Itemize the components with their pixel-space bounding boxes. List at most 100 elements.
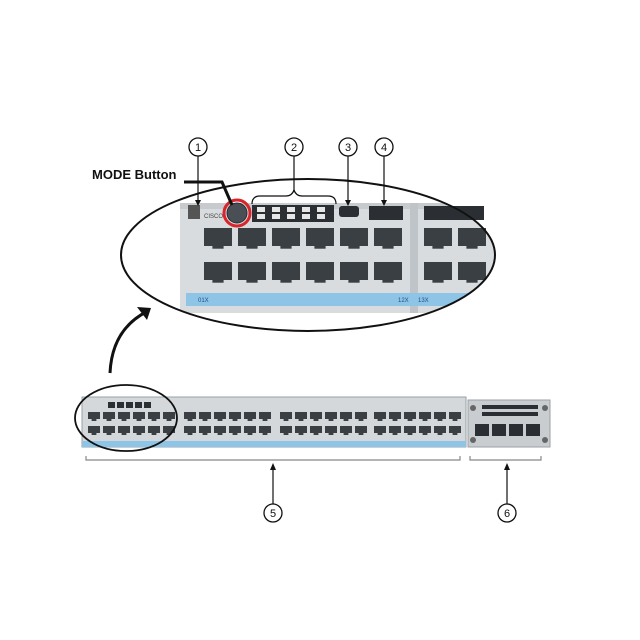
zoom-port-top: [238, 228, 266, 246]
zoom-port-top: [306, 228, 334, 246]
mode-button: [222, 198, 252, 228]
zoom-port-bottom: [204, 262, 232, 280]
switch-port-top: [229, 412, 241, 419]
zoom-view: CISCO 01X 12X 13X: [120, 178, 496, 332]
switch-port-bottom: [280, 426, 292, 433]
switch-port-top: [340, 412, 352, 419]
switch-port-top: [88, 412, 100, 419]
port-label-next: 13X: [418, 298, 429, 304]
svg-text:2: 2: [291, 142, 297, 154]
switch-port-top: [434, 412, 446, 419]
brand-text: CISCO: [204, 214, 223, 220]
switch-port-top: [389, 412, 401, 419]
zoom-port-top: [204, 228, 232, 246]
switch-port-top: [355, 412, 367, 419]
switch-port-bottom: [434, 426, 446, 433]
switch-status-led: [144, 402, 151, 408]
callouts: 1 2 3 4 5 6: [188, 137, 517, 523]
switch-port-top: [419, 412, 431, 419]
switch-port-bottom: [133, 426, 145, 433]
zoom-source-ellipse: [74, 384, 178, 452]
zoom-port-bottom: [340, 262, 368, 280]
zoom-port-bottom: [272, 262, 300, 280]
svg-text:6: 6: [504, 508, 510, 520]
mode-button-label: MODE Button: [92, 167, 177, 182]
switch-port-bottom: [419, 426, 431, 433]
switch-status-led: [135, 402, 142, 408]
console-port: [339, 206, 359, 217]
callout-2-bracket: [251, 188, 337, 205]
mode-button-highlight: [222, 198, 252, 228]
switch-port-bottom: [184, 426, 196, 433]
zoom-port-bottom: [374, 262, 402, 280]
switch-port-top: [199, 412, 211, 419]
svg-text:4: 4: [381, 142, 387, 154]
zoom-port-top: [340, 228, 368, 246]
callout-4: 4: [374, 137, 394, 206]
switch-rj45-ports: [88, 402, 461, 435]
zoom-port-top: [458, 228, 486, 246]
zoom-port-bottom: [238, 262, 266, 280]
uplink-sfp-ports: [475, 424, 540, 436]
switch-port-top: [148, 412, 160, 419]
switch-port-top: [280, 412, 292, 419]
zoom-port-top: [374, 228, 402, 246]
switch-port-top: [310, 412, 322, 419]
led-strip: [186, 293, 495, 306]
switch-port-bottom: [389, 426, 401, 433]
callout-3: 3: [338, 137, 358, 206]
zoom-port-bottom: [458, 262, 486, 280]
switch-port-bottom: [118, 426, 130, 433]
switch-port-bottom: [244, 426, 256, 433]
switch-port-top: [133, 412, 145, 419]
zoom-rj45-ports: [204, 228, 486, 283]
switch-port-bottom: [199, 426, 211, 433]
switch-port-top: [404, 412, 416, 419]
zoom-ellipse-outline: [120, 178, 496, 332]
port-label-end: 12X: [398, 298, 409, 304]
switch-port-bottom: [163, 426, 175, 433]
switch-port-bottom: [229, 426, 241, 433]
switch-port-bottom: [340, 426, 352, 433]
svg-text:1: 1: [195, 142, 201, 154]
switch-port-top: [103, 412, 115, 419]
switch-port-bottom: [374, 426, 386, 433]
switch-chassis: [81, 396, 551, 448]
switch-port-bottom: [355, 426, 367, 433]
usb-port: [369, 206, 403, 220]
switch-port-bottom: [325, 426, 337, 433]
switch-port-bottom: [103, 426, 115, 433]
switch-port-top: [259, 412, 271, 419]
zoom-arrow-head: [137, 307, 151, 320]
switch-port-bottom: [214, 426, 226, 433]
switch-port-bottom: [148, 426, 160, 433]
zoom-port-bottom: [306, 262, 334, 280]
switch-status-led: [117, 402, 124, 408]
callout-2: 2: [251, 137, 337, 205]
switch-status-led: [126, 402, 133, 408]
switch-port-top: [118, 412, 130, 419]
switch-port-top: [163, 412, 175, 419]
switch-status-led: [108, 402, 115, 408]
zoom-port-top: [424, 228, 452, 246]
port-label-start: 01X: [198, 298, 209, 304]
zoom-port-top: [272, 228, 300, 246]
switch-port-top: [449, 412, 461, 419]
switch-port-bottom: [404, 426, 416, 433]
switch-port-bottom: [449, 426, 461, 433]
bracket-ports-5: [85, 456, 461, 461]
status-led-panel: [252, 205, 334, 222]
callout-6: 6: [497, 463, 517, 523]
callout-5: 5: [263, 463, 283, 523]
callout-1: 1: [188, 137, 208, 206]
cisco-logo: CISCO: [188, 205, 223, 220]
switch-port-bottom: [88, 426, 100, 433]
switch-port-bottom: [259, 426, 271, 433]
switch-port-top: [374, 412, 386, 419]
switch-port-top: [325, 412, 337, 419]
svg-text:5: 5: [270, 508, 276, 520]
switch-port-bottom: [310, 426, 322, 433]
switch-port-bottom: [295, 426, 307, 433]
switch-port-top: [244, 412, 256, 419]
